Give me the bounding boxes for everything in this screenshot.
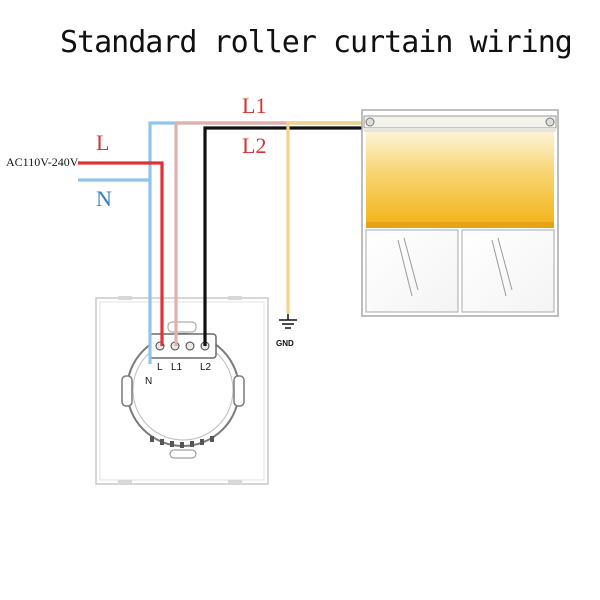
terminal-n-label: N bbox=[145, 376, 152, 387]
live-wire bbox=[78, 161, 164, 346]
l2-label: L2 bbox=[242, 133, 266, 158]
ground-wire bbox=[286, 121, 368, 314]
supply-voltage-label: AC110V-240V bbox=[6, 155, 79, 169]
window-with-roller-curtain bbox=[361, 109, 559, 317]
live-label: L bbox=[96, 130, 109, 155]
terminal-l2-label: L2 bbox=[200, 362, 212, 373]
curtain-fabric bbox=[366, 132, 554, 224]
terminal-l-label: L bbox=[157, 362, 163, 373]
neutral-label: N bbox=[96, 186, 112, 211]
ground-label: GND bbox=[276, 339, 294, 348]
l2-wire bbox=[203, 126, 368, 346]
ground-symbol bbox=[279, 314, 297, 329]
neutral-wire bbox=[78, 121, 368, 182]
terminal-l1-label: L1 bbox=[171, 362, 183, 373]
diagram-title: Standard roller curtain wiring bbox=[60, 25, 572, 60]
l1-label: L1 bbox=[242, 93, 266, 118]
